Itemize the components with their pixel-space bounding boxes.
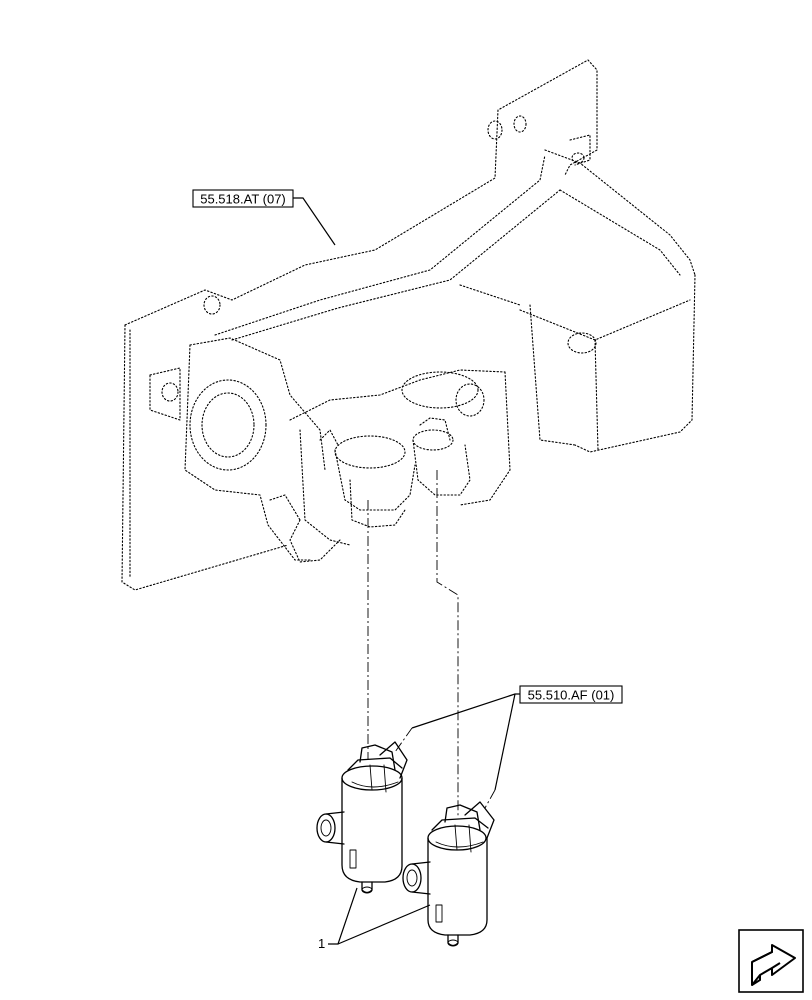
callout-reservoir-reference-text: 55.518.AT (07) bbox=[200, 192, 286, 207]
washer-pump-right bbox=[402, 801, 495, 947]
washer-pump-left bbox=[316, 741, 408, 894]
callout-pump-reference[interactable]: 55.510.AF (01) bbox=[394, 685, 623, 809]
next-page-arrow-icon[interactable] bbox=[738, 929, 804, 993]
callout-pump-reference-text: 55.510.AF (01) bbox=[528, 688, 615, 703]
item-number-callout: 1 bbox=[318, 887, 431, 951]
callout-reservoir-reference[interactable]: 55.518.AT (07) bbox=[192, 189, 336, 246]
item-number-label: 1 bbox=[318, 936, 325, 951]
assembly-center-lines bbox=[367, 470, 459, 818]
washer-reservoir-phantom bbox=[121, 59, 696, 591]
